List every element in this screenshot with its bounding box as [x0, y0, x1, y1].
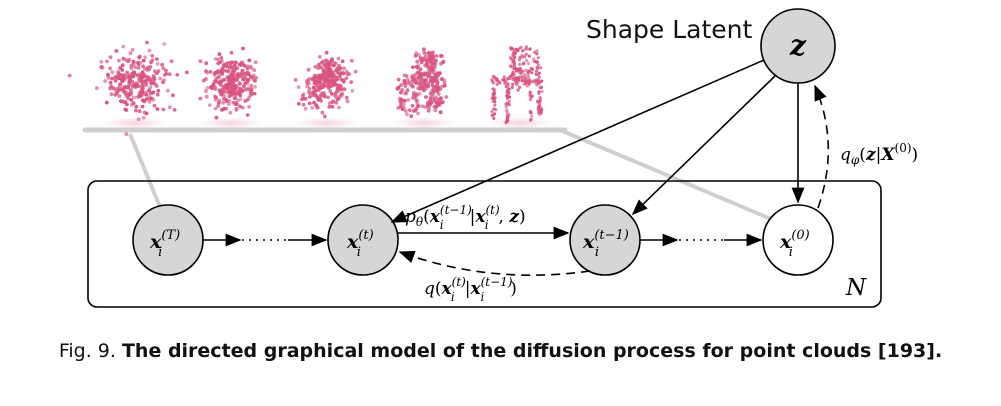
- point-cloud-step-5: [490, 45, 544, 125]
- node-xt: [327, 204, 399, 276]
- point-cloud-shadow: [199, 117, 263, 129]
- point-cloud-step-2: [198, 46, 258, 120]
- point-cloud-sequence: [67, 40, 552, 137]
- label-forward: q(x(t)i|x(t−1)i): [424, 275, 517, 304]
- arrow-z-xt1: [631, 75, 776, 216]
- point-cloud-shadow: [295, 117, 359, 129]
- node-xt-label: x(t)i: [346, 228, 374, 260]
- node-xt1-label: x(t−1)i: [582, 228, 629, 260]
- point-cloud-step-1: [67, 40, 189, 137]
- shape-latent-label: Shape Latent: [586, 15, 753, 44]
- latent-node-label: z: [789, 29, 807, 62]
- caption-text: The directed graphical model of the diff…: [121, 340, 943, 362]
- connector-line-left: [128, 133, 162, 208]
- connector-line-right: [559, 128, 791, 229]
- label-encoder: qφ(z|X(0)): [840, 141, 918, 167]
- node-xT-label: x(T)i: [149, 228, 180, 260]
- arrow-forward: [398, 250, 591, 276]
- point-cloud-step-3: [293, 50, 358, 119]
- figure-caption: Fig. 9. The directed graphical model of …: [0, 340, 1001, 362]
- point-cloud-shadow: [392, 117, 456, 129]
- plate-label: N: [845, 275, 867, 301]
- label-reverse: pθ(x(t−1)i|x(t)i, z): [405, 203, 526, 232]
- caption-prefix: Fig. 9.: [58, 340, 116, 362]
- node-x0-label: x(0)i: [779, 228, 810, 260]
- arrow-encoder: [814, 84, 830, 209]
- node-x0: [762, 204, 834, 276]
- point-cloud-shadow: [488, 117, 552, 129]
- point-cloud-shadow: [103, 117, 167, 129]
- point-cloud-step-4: [395, 47, 449, 119]
- arrow-z-xt: [390, 59, 765, 223]
